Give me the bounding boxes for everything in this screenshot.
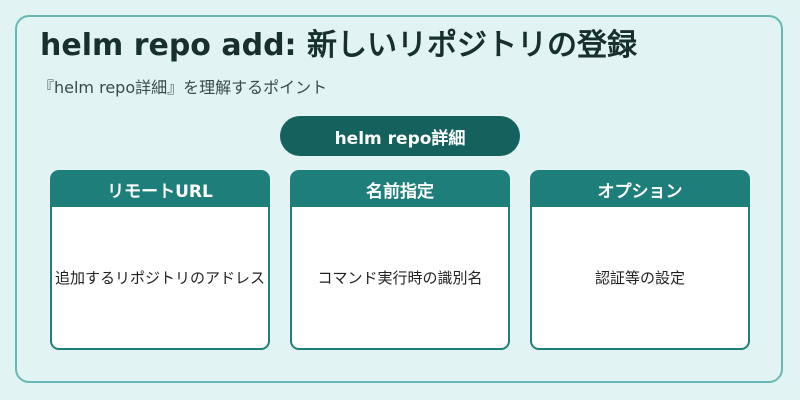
card-remote-url: リモートURL 追加するリポジトリのアドレス <box>50 170 270 350</box>
page-title: helm repo add: 新しいリポジトリの登録 <box>40 28 637 63</box>
card-body: 認証等の設定 <box>594 269 685 287</box>
card-header: リモートURL <box>52 172 268 207</box>
card-body: コマンド実行時の識別名 <box>317 269 483 287</box>
card-options: オプション 認証等の設定 <box>530 170 750 350</box>
card-body: 追加するリポジトリのアドレス <box>54 269 265 287</box>
card-header: 名前指定 <box>292 172 508 207</box>
page-subtitle: 『helm repo詳細』を理解するポイント <box>38 78 328 97</box>
central-node: helm repo詳細 <box>280 116 520 156</box>
card-name: 名前指定 コマンド実行時の識別名 <box>290 170 510 350</box>
card-header: オプション <box>532 172 748 207</box>
